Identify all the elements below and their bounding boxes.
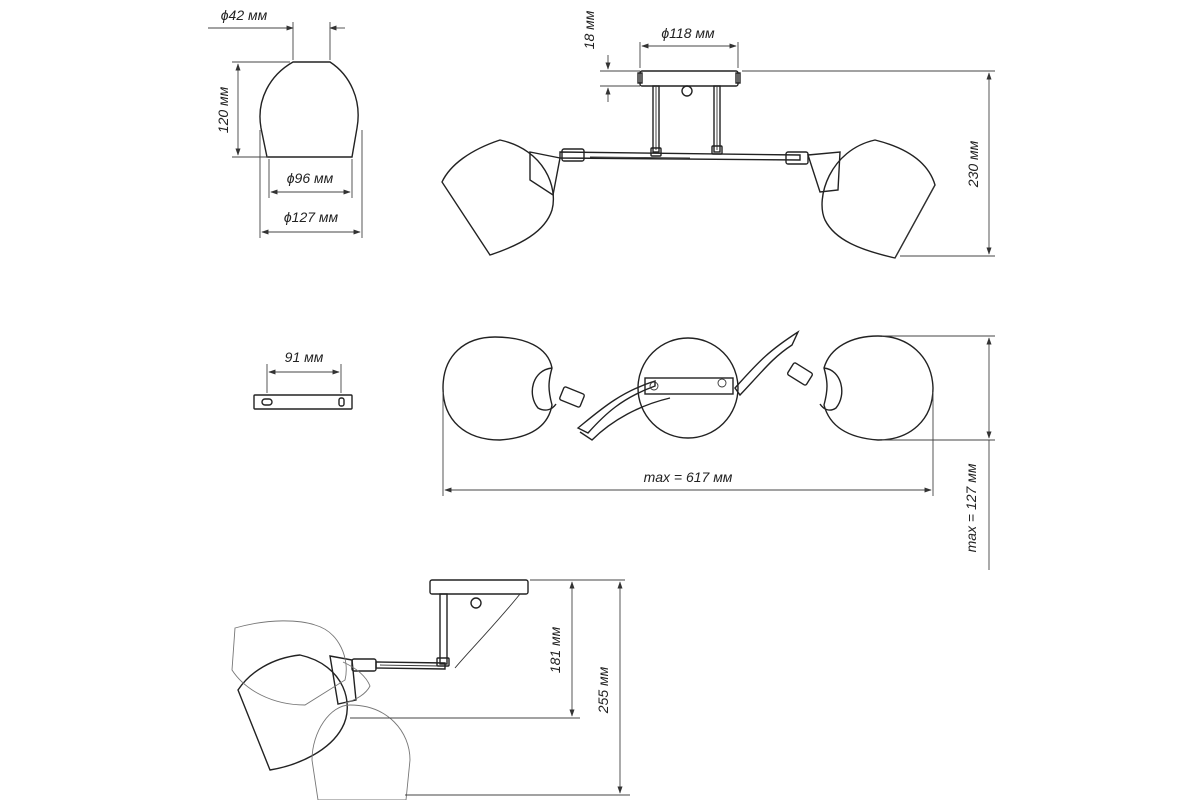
- top-view: max = 617 мм max = 127 мм: [442, 330, 995, 570]
- side-rod: [439, 593, 448, 665]
- side-shade: [237, 654, 348, 771]
- arm: [559, 151, 801, 161]
- shade-top-diameter-label: ϕ42 мм: [221, 7, 268, 23]
- side-view: 181 мм 255 мм: [231, 579, 630, 800]
- shade-max-diameter-label: ϕ127 мм: [284, 209, 339, 225]
- mounting-bracket-detail: 91 мм: [253, 349, 353, 410]
- total-height-label: 230 мм: [965, 140, 981, 188]
- canopy-plate: [639, 70, 739, 87]
- mounting-bracket: [253, 394, 353, 410]
- shade-height-label: 120 мм: [215, 86, 231, 133]
- max-depth-label: max = 127 мм: [963, 463, 979, 552]
- top-left-arm: [576, 380, 656, 434]
- right-shade: [821, 139, 936, 259]
- bracket-length-label: 91 мм: [285, 349, 324, 365]
- max-width-label: max = 617 мм: [644, 469, 733, 485]
- front-view: 18 мм ϕ118 мм 230 мм: [441, 10, 995, 259]
- shade-middle-diameter-label: ϕ96 мм: [287, 170, 334, 186]
- glass-shade: [259, 61, 359, 158]
- canopy-height-label: 18 мм: [581, 10, 597, 49]
- top-canopy: [637, 337, 739, 439]
- left-shade: [441, 139, 555, 256]
- side-canopy: [429, 579, 529, 595]
- side-height-max-label: 255 мм: [595, 666, 611, 714]
- top-left-shade: [442, 336, 553, 441]
- shade-detail: ϕ42 мм 120 мм ϕ96 мм ϕ127 мм: [208, 7, 363, 238]
- top-right-arm: [734, 330, 800, 397]
- canopy-diameter-label: ϕ118 мм: [661, 25, 715, 41]
- side-height-min-label: 181 мм: [547, 626, 563, 673]
- top-right-shade: [823, 335, 934, 441]
